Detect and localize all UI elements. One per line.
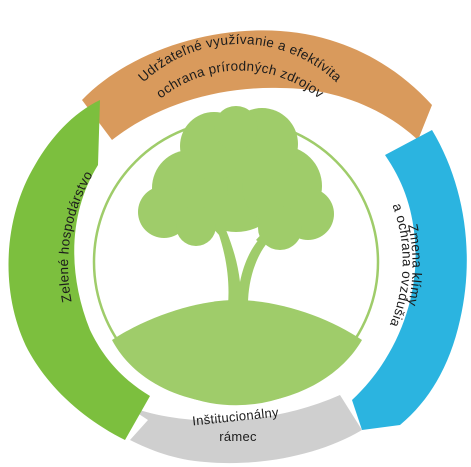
segment-left-shape [8, 100, 151, 440]
tree-icon [112, 106, 362, 404]
segment-right-shape [352, 130, 467, 430]
segment-bottom-shape [125, 395, 362, 464]
segment-top-shape [82, 30, 432, 140]
segment-bottom-label-line2: rámec [219, 429, 257, 444]
